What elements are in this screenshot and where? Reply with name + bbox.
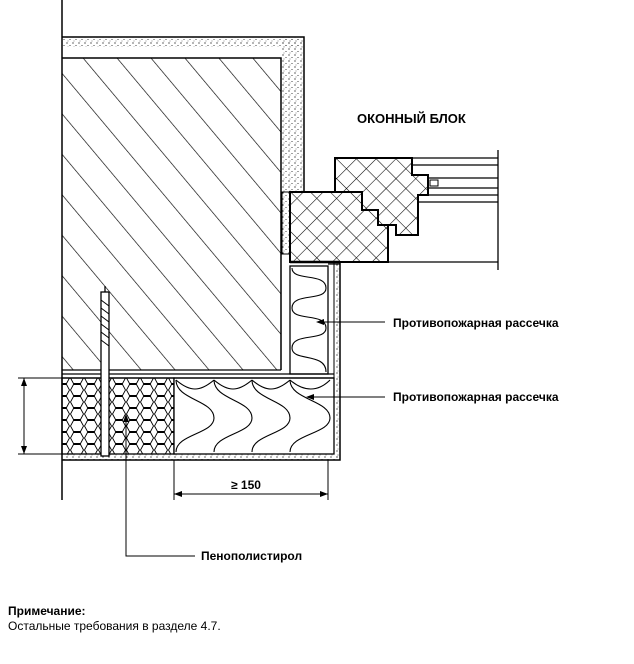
sealant-strip <box>281 191 291 255</box>
note-text: Остальные требования в разделе 4.7. <box>8 619 221 633</box>
width-dimension: ≥ 150 <box>173 460 329 500</box>
polystyrene-label: Пенополистирол <box>201 549 302 563</box>
window-block-label: ОКОННЫЙ БЛОК <box>357 111 466 126</box>
fire-barrier-horizontal <box>173 377 335 455</box>
window-frame <box>289 150 499 270</box>
fire-barrier-label-2: Противопожарная рассечка <box>393 390 559 404</box>
masonry-wall <box>61 0 282 500</box>
anchor-dowel <box>100 286 110 457</box>
fire-barrier-vertical <box>289 260 340 375</box>
note-title: Примечание: <box>8 604 86 618</box>
plaster-layer <box>62 36 305 192</box>
fire-barrier-label-1: Противопожарная рассечка <box>393 316 559 330</box>
leader-fire-barrier-2 <box>306 394 385 400</box>
dimension-label: ≥ 150 <box>231 478 261 492</box>
leader-fire-barrier-1 <box>316 319 385 325</box>
thickness-dimension <box>18 377 62 455</box>
polystyrene-insulation <box>61 377 175 455</box>
leader-polystyrene <box>123 414 195 557</box>
